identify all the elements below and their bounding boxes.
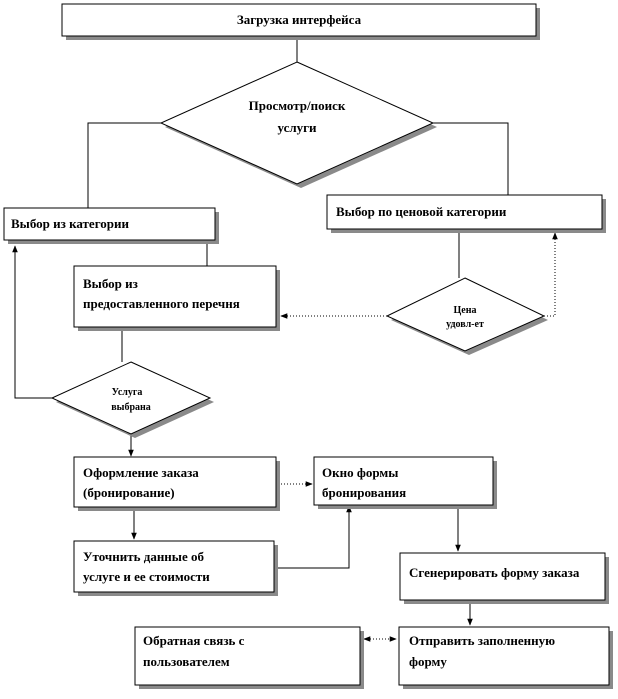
node-booking-form-window-label-2: бронирования [322, 485, 406, 500]
node-service-selected-label-1: Услуга [112, 387, 143, 398]
node-booking-form-window: Окно формы бронирования [313, 456, 497, 509]
node-generate-order-form-label: Сгенерировать форму заказа [409, 565, 580, 580]
node-user-feedback-label-1: Обратная связь с [143, 633, 245, 648]
node-user-feedback-label-2: пользователем [143, 654, 230, 669]
node-choose-price-category: Выбор по ценовой категории [326, 194, 606, 233]
node-place-order-label-1: Оформление заказа [83, 465, 199, 480]
connector-price-loop [544, 232, 558, 317]
node-choose-from-list-label-2: предоставленного перечня [83, 296, 240, 311]
node-choose-category-label: Выбор из категории [11, 216, 130, 231]
node-choose-from-list-label-1: Выбор из [83, 276, 138, 291]
node-price-ok: Цена удовл-ет [385, 277, 548, 355]
node-service-selected: Услуга выбрана [50, 361, 214, 438]
node-generate-order-form: Сгенерировать форму заказа [399, 552, 609, 604]
node-choose-category: Выбор из категории [3, 207, 219, 244]
node-send-form-label-1: Отправить заполненную [409, 633, 555, 648]
node-place-order-label-2: (бронирование) [83, 485, 175, 500]
node-choose-price-category-label: Выбор по ценовой категории [336, 204, 507, 219]
node-load-interface-label: Загрузка интерфейса [237, 12, 362, 27]
node-clarify-service-label-1: Уточнить данные об [83, 549, 204, 564]
connector-view-to-price [433, 122, 509, 195]
node-view-search-label-1: Просмотр/поиск [249, 98, 346, 113]
node-booking-form-window-label-1: Окно формы [322, 465, 398, 480]
connector-clarify-to-form [276, 505, 352, 569]
connector-selected-loop [12, 245, 52, 399]
node-clarify-service-label-2: услуге и ее стоимости [83, 569, 210, 584]
node-clarify-service: Уточнить данные об услуге и ее стоимости [73, 540, 278, 596]
node-place-order: Оформление заказа (бронирование) [73, 456, 280, 511]
node-send-form: Отправить заполненную форму [398, 626, 613, 689]
node-price-ok-label-2: удовл-ет [446, 319, 484, 330]
node-view-search: Просмотр/поиск услуги [159, 61, 437, 188]
node-user-feedback: Обратная связь с пользователем [134, 626, 364, 689]
node-price-ok-label-1: Цена [454, 305, 477, 316]
node-send-form-label-2: форму [409, 654, 447, 669]
connectors [12, 38, 558, 642]
node-choose-from-list: Выбор из предоставленного перечня [73, 265, 280, 331]
node-service-selected-label-2: выбрана [111, 402, 151, 413]
connector-view-to-category [87, 122, 161, 208]
node-view-search-label-2: услуги [277, 120, 317, 135]
node-load-interface: Загрузка интерфейса [61, 3, 540, 40]
